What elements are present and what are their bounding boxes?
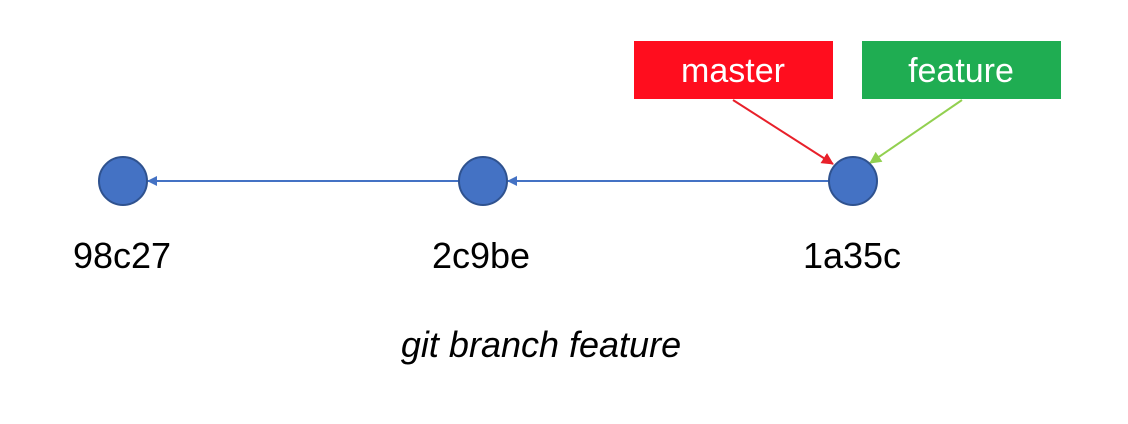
commit-label-98c27: 98c27 — [73, 235, 171, 276]
commit-label-1a35c: 1a35c — [803, 235, 901, 276]
commit-node-2c9be — [458, 156, 508, 206]
commit-label-2c9be: 2c9be — [432, 235, 530, 276]
branch-feature-box — [862, 41, 1061, 99]
commit-node-1a35c — [828, 156, 878, 206]
branch-master-label: master — [681, 52, 785, 90]
branch-master-box — [634, 41, 833, 99]
branch-master: master — [634, 41, 833, 99]
branch-feature: feature — [862, 41, 1061, 99]
commit-node-98c27 — [98, 156, 148, 206]
command-caption: git branch feature — [401, 324, 681, 365]
master-pointer-arrow — [732, 99, 834, 165]
feature-pointer-arrow — [869, 99, 963, 164]
branch-feature-label: feature — [908, 52, 1014, 90]
